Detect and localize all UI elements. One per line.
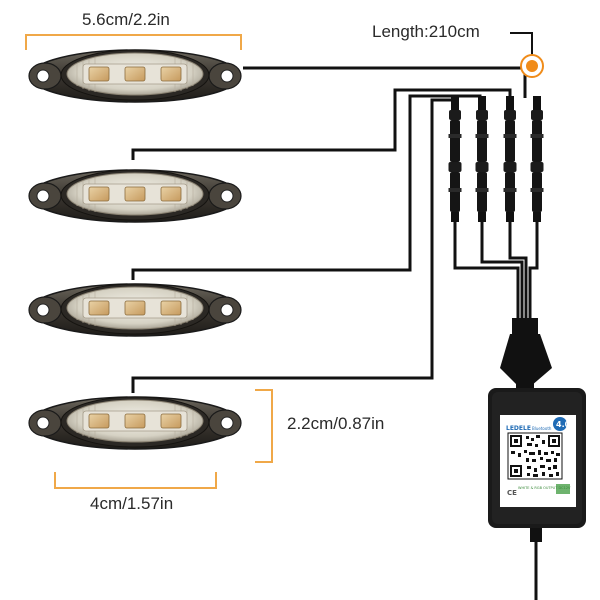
- length-leader-line: [510, 32, 533, 60]
- pod-4-led-2: [124, 413, 146, 429]
- width-top-label: 5.6cm/2.2in: [82, 10, 170, 29]
- bluetooth-badge-icon: [553, 417, 567, 431]
- pod-2-wire: [131, 88, 512, 160]
- pod-3-led-3: [160, 300, 182, 316]
- controller-logo-icon: [556, 484, 570, 494]
- dimension-brackets: [25, 34, 273, 489]
- pod-3-led-1: [88, 300, 110, 316]
- pod-4: [28, 396, 242, 450]
- height-bracket: [255, 389, 273, 463]
- pod-3: [28, 283, 242, 337]
- connector-3: [503, 96, 517, 222]
- width-bottom-label: 4cm/1.57in: [90, 494, 174, 513]
- pod-1-led-2: [124, 66, 146, 82]
- controller-caption-label: WHITE & RGB OUTPUT DC12V: [518, 486, 571, 490]
- pod-4-led-1: [88, 413, 110, 429]
- width-top-bracket: [25, 34, 242, 50]
- pod-1-wire: [243, 66, 527, 98]
- cable-length-label: Length:210cm: [372, 22, 480, 41]
- pod-4-wire: [131, 98, 455, 393]
- pod-2-led-1: [88, 186, 110, 202]
- pod-4-led-3: [160, 413, 182, 429]
- pod-3-led-2: [124, 300, 146, 316]
- length-marker-icon: [520, 54, 544, 78]
- connector-2: [475, 96, 489, 222]
- harness-bundle: [453, 222, 539, 320]
- controller-protocol-label: Bluetooth: [532, 426, 552, 431]
- connector-4: [530, 96, 544, 222]
- qr-code-icon: [507, 432, 563, 480]
- pod-2: [28, 169, 242, 223]
- pod-1: [28, 49, 242, 103]
- bundle-splitter: [500, 318, 552, 392]
- connector-1: [448, 96, 462, 222]
- pod-1-led-3: [160, 66, 182, 82]
- pod-1-led-1: [88, 66, 110, 82]
- height-label: 2.2cm/0.87in: [287, 414, 385, 433]
- width-bottom-bracket: [54, 472, 217, 489]
- controller-ce-mark: CE: [507, 489, 517, 497]
- controller-version-label: 4.0: [556, 420, 571, 429]
- connector-group: [448, 96, 544, 222]
- pod-2-led-3: [160, 186, 182, 202]
- controller-box: [488, 388, 586, 600]
- controller-brand-label: LEDELE: [506, 425, 531, 432]
- pod-2-led-2: [124, 186, 146, 202]
